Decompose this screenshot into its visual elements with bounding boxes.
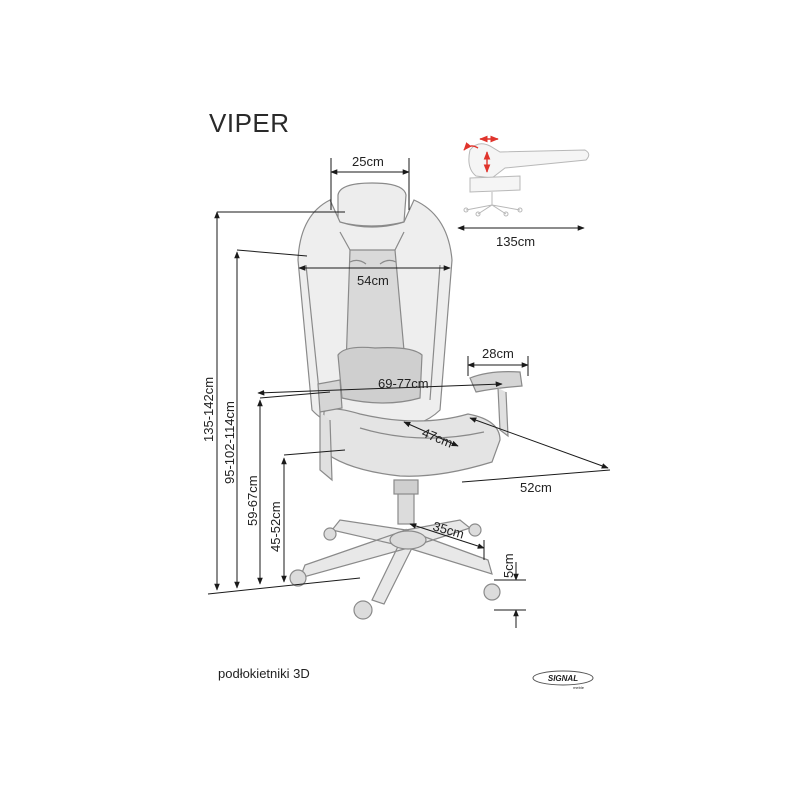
- logo-sub: meble: [573, 685, 585, 690]
- label-wheel-height: 5cm: [501, 553, 516, 578]
- chair-sketch: [289, 182, 523, 620]
- recline-adjust-arrows: [463, 135, 499, 173]
- product-title: VIPER: [209, 108, 290, 138]
- caster: [468, 523, 482, 537]
- label-seat-width: 52cm: [520, 480, 552, 495]
- caster: [353, 600, 373, 620]
- signal-logo: SIGNAL meble: [532, 670, 594, 690]
- recline-sketch: [463, 143, 590, 217]
- dimension-lines: [207, 158, 611, 628]
- caster: [289, 569, 307, 587]
- label-armrest-span: 69-77cm: [378, 376, 429, 391]
- caster: [483, 583, 501, 601]
- label-armrest-depth: 28cm: [482, 346, 514, 361]
- label-recline-length: 135cm: [496, 234, 535, 249]
- label-seat-height: 45-52cm: [268, 501, 283, 552]
- logo-brand: SIGNAL: [548, 674, 578, 683]
- label-headrest-width: 25cm: [352, 154, 384, 169]
- left-armrest: [317, 379, 343, 413]
- dimension-labels: 25cm 135cm 54cm 28cm 69-77cm 47cm 52cm 3…: [201, 154, 552, 578]
- caster: [323, 527, 337, 541]
- label-total-height: 135-142cm: [201, 377, 216, 442]
- armrest-note: podłokietniki 3D: [218, 666, 310, 681]
- label-back-height: 95-102-114cm: [222, 401, 237, 484]
- headrest: [337, 182, 407, 227]
- right-armrest: [469, 371, 523, 393]
- label-back-width: 54cm: [357, 273, 389, 288]
- label-armrest-height: 59-67cm: [245, 475, 260, 526]
